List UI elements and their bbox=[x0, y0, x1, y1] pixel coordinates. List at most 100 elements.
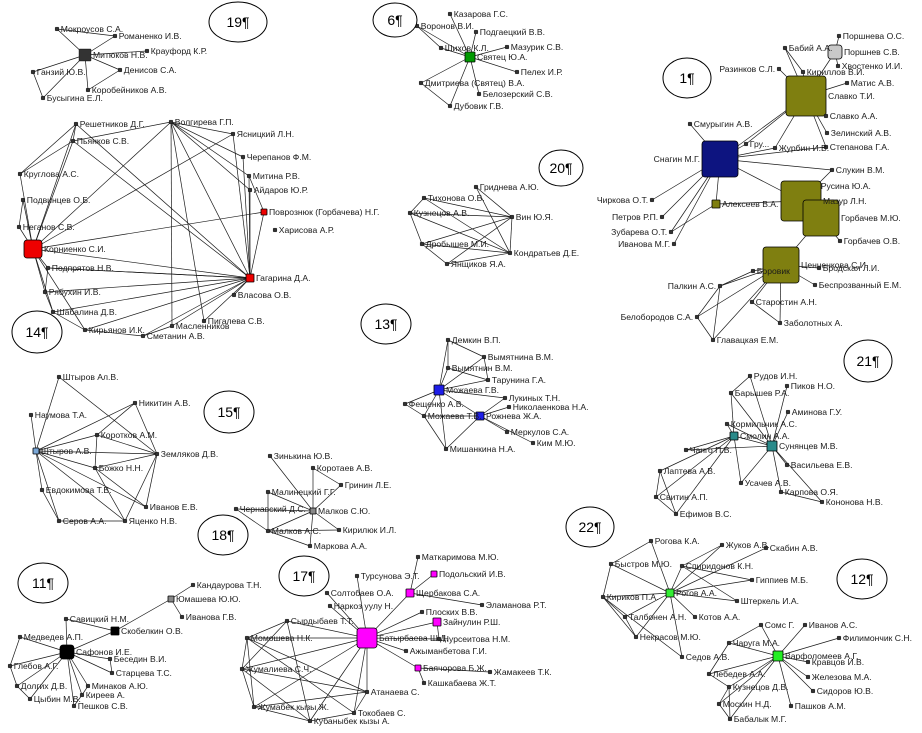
node-label: Горбачев О.В. bbox=[844, 236, 900, 246]
edge-group-18 bbox=[269, 455, 314, 512]
node-marker bbox=[684, 448, 689, 453]
node-marker bbox=[845, 80, 850, 85]
node-label: Решетников Д.Г. bbox=[80, 119, 145, 129]
node-label: Чанго П.В. bbox=[690, 445, 732, 455]
edge-group-15 bbox=[96, 434, 158, 455]
edge-group-12 bbox=[708, 655, 779, 675]
node-marker bbox=[728, 717, 733, 722]
node-marker bbox=[503, 396, 508, 401]
node-label: Вымятнина В.М. bbox=[488, 352, 554, 362]
node-label: Ценченкова С.И. bbox=[801, 260, 868, 270]
edge-group-22 bbox=[669, 592, 683, 658]
node-label: Чаруга М.А. bbox=[733, 638, 780, 648]
node-marker bbox=[355, 574, 360, 579]
edge-group-15 bbox=[35, 450, 43, 491]
node-marker bbox=[18, 171, 23, 176]
edge-group-6 bbox=[469, 56, 480, 95]
node-marker bbox=[55, 27, 60, 32]
edge-group-14 bbox=[203, 277, 251, 322]
edge-group-17 bbox=[253, 637, 368, 708]
edge-group-21 bbox=[726, 423, 773, 447]
node-label: Можаева Т.В. bbox=[428, 411, 482, 421]
node-label: Поршнева О.С. bbox=[843, 31, 904, 41]
node-marker bbox=[789, 704, 794, 709]
edge-group-18 bbox=[267, 510, 314, 532]
node-label: Лаптева А.В. bbox=[664, 466, 716, 476]
node-label: Штыров Ал.В. bbox=[63, 372, 119, 382]
edge-group-17 bbox=[253, 691, 368, 708]
node-marker bbox=[59, 644, 75, 660]
edge-group-22 bbox=[681, 565, 753, 581]
edge-group-18 bbox=[267, 491, 314, 512]
node-label: Токобаев С. bbox=[358, 708, 406, 718]
edge-group-14 bbox=[32, 133, 234, 250]
edge-group-21 bbox=[771, 411, 789, 447]
group-number-circle bbox=[17, 562, 69, 604]
edge-group-21 bbox=[749, 375, 773, 447]
edge-group-12 bbox=[708, 673, 730, 688]
node-label: Черепанов Ф.М. bbox=[247, 152, 311, 162]
edge-group-13 bbox=[423, 415, 447, 450]
edge-group-18 bbox=[267, 530, 311, 547]
node-marker bbox=[446, 366, 451, 371]
node-marker bbox=[531, 441, 536, 446]
node-label: Чиркова О.Т. bbox=[597, 195, 648, 205]
node-label: Гриднева А.Ю. bbox=[480, 182, 539, 192]
node-marker bbox=[830, 167, 835, 172]
edge-group-18 bbox=[309, 510, 314, 547]
node-marker bbox=[422, 195, 427, 200]
group-number-circle bbox=[208, 1, 268, 43]
node-marker bbox=[273, 227, 278, 232]
node-label: Наркоз уулу Н. bbox=[334, 601, 393, 611]
node-marker bbox=[365, 690, 370, 695]
node-label: Баячорова Б.Ж. bbox=[423, 663, 487, 673]
node-label: Тихонова О.В. bbox=[428, 193, 485, 203]
node-label: Гру... bbox=[750, 139, 769, 149]
node-marker bbox=[420, 241, 425, 246]
node-marker bbox=[785, 463, 790, 468]
node-marker bbox=[801, 69, 806, 74]
node-marker bbox=[71, 704, 76, 709]
node-label: Божко Н.Н. bbox=[99, 463, 143, 473]
edge-group-21 bbox=[771, 445, 782, 493]
group-number-label: 11¶ bbox=[32, 575, 54, 591]
node-label: Рогова К.А. bbox=[655, 536, 700, 546]
group-number-label: 20¶ bbox=[549, 160, 572, 176]
node-marker bbox=[403, 402, 408, 407]
node-label: Пигалева С.В. bbox=[208, 316, 265, 326]
node-marker bbox=[28, 697, 33, 702]
edge-group-11 bbox=[9, 651, 68, 667]
edge-group-1 bbox=[670, 203, 717, 233]
edge-group-12 bbox=[777, 637, 840, 657]
node-marker bbox=[85, 87, 90, 92]
edge-group-21 bbox=[659, 470, 677, 515]
edge-group-15 bbox=[145, 453, 158, 508]
node-label: Бусыгина Е.Л. bbox=[47, 93, 103, 103]
node-marker bbox=[437, 637, 442, 642]
node-label: Романенко И.В. bbox=[119, 31, 182, 41]
node-marker bbox=[18, 635, 23, 640]
node-label: Наумова Т.А. bbox=[35, 410, 87, 420]
node-label: Славко Т.И. bbox=[828, 91, 875, 101]
node-label: Малков С.Ю. bbox=[318, 506, 370, 516]
edge-group-22 bbox=[669, 565, 683, 594]
node-marker bbox=[803, 623, 808, 628]
edge-group-14 bbox=[32, 140, 74, 250]
node-marker bbox=[439, 46, 444, 51]
node-label: Щербакова С.А. bbox=[416, 588, 480, 598]
edge-group-17 bbox=[309, 712, 355, 722]
group-number-label: 12¶ bbox=[850, 571, 873, 587]
edge-group-18 bbox=[267, 529, 340, 532]
group-number-label: 6¶ bbox=[387, 12, 402, 28]
node-marker bbox=[811, 689, 816, 694]
node-label: Казарова Г.С. bbox=[454, 9, 508, 19]
node-marker bbox=[233, 507, 238, 512]
edge-group-1 bbox=[696, 285, 721, 318]
edge-group-21 bbox=[771, 385, 788, 447]
node-marker bbox=[488, 670, 493, 675]
edge-group-14 bbox=[72, 123, 77, 142]
node-label: Бабий А.А. bbox=[789, 43, 833, 53]
edge-group-11 bbox=[66, 630, 116, 653]
edge-group-14 bbox=[171, 277, 251, 327]
